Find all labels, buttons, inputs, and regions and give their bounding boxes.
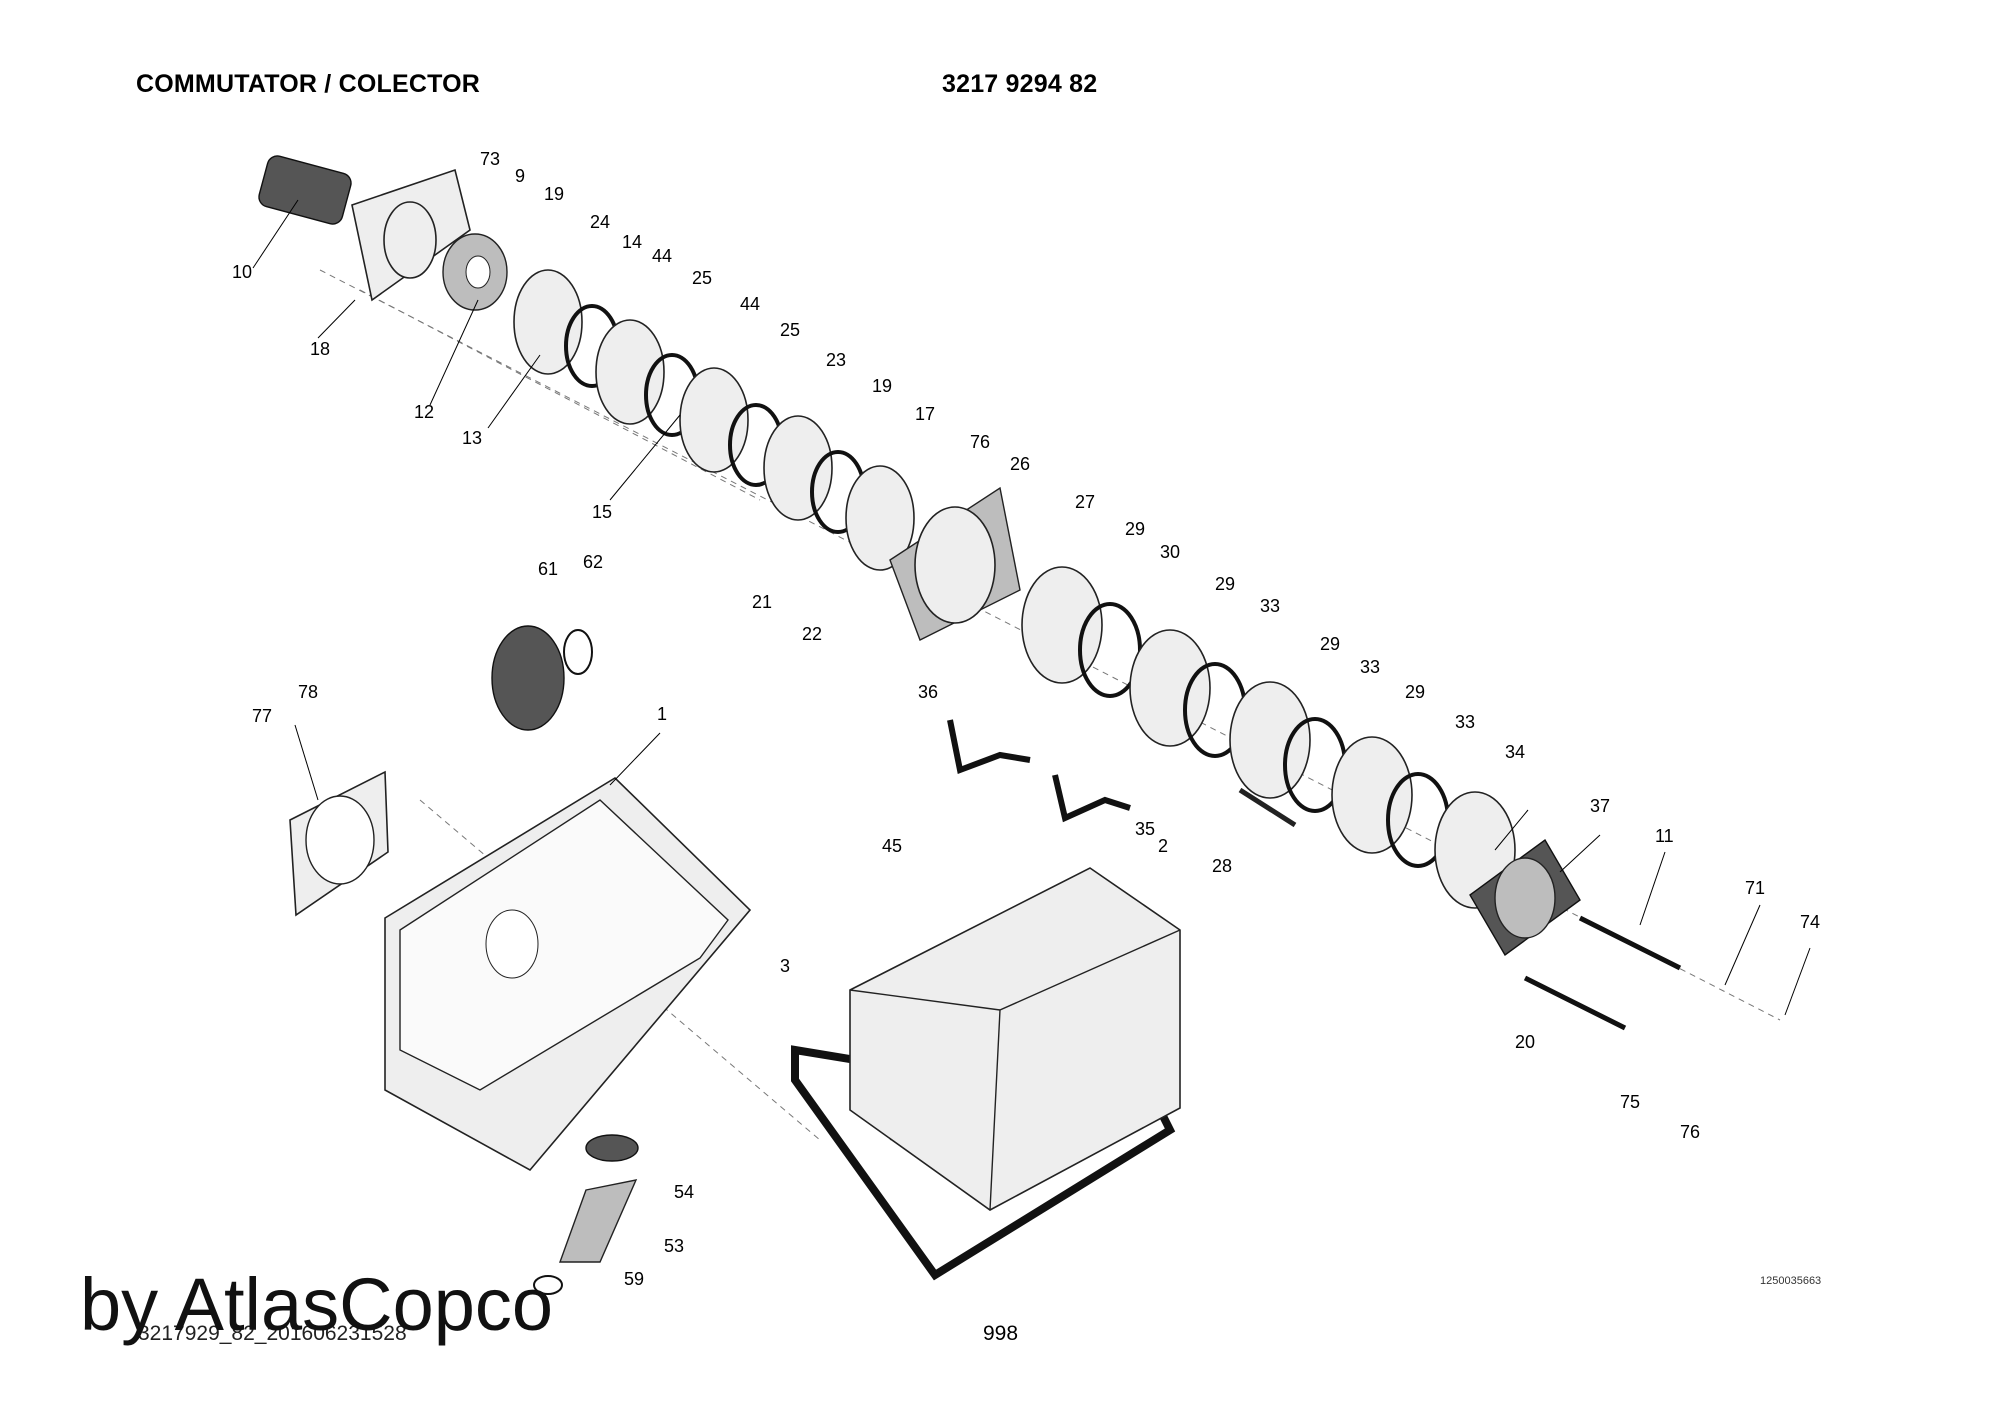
brush-holders-45 bbox=[947, 719, 1131, 823]
callout-label: 33 bbox=[1455, 712, 1475, 732]
callout-label: 54 bbox=[674, 1182, 694, 1202]
cable-gland-53 bbox=[559, 1179, 638, 1263]
callout-label: 34 bbox=[1505, 742, 1525, 762]
callout-label: 22 bbox=[802, 624, 822, 644]
callout-label: 61 bbox=[538, 559, 558, 579]
part-number: 3217 9294 82 bbox=[942, 70, 1098, 98]
callout-label: 2 bbox=[1158, 836, 1168, 856]
callout-label: 25 bbox=[692, 268, 712, 288]
callout-labels: 73 9 19 24 14 44 25 44 25 23 19 17 76 26… bbox=[232, 149, 1820, 1289]
callout-label: 12 bbox=[414, 402, 434, 422]
callout-label: 1 bbox=[657, 704, 667, 724]
callout-label: 23 bbox=[826, 350, 846, 370]
callout-label: 15 bbox=[592, 502, 612, 522]
page-number: 998 bbox=[983, 1322, 1019, 1345]
callout-label: 19 bbox=[544, 184, 564, 204]
callout-label: 14 bbox=[622, 232, 642, 252]
callout-label: 17 bbox=[915, 404, 935, 424]
callout-label: 78 bbox=[298, 682, 318, 702]
callout-label: 33 bbox=[1260, 596, 1280, 616]
callout-label: 37 bbox=[1590, 796, 1610, 816]
callout-label: 25 bbox=[780, 320, 800, 340]
file-reference: 3217929_82_201606231528 bbox=[138, 1322, 407, 1345]
callout-label: 53 bbox=[664, 1236, 684, 1256]
leader-lines bbox=[252, 199, 1811, 1016]
callout-label: 20 bbox=[1515, 1032, 1535, 1052]
callout-label: 3 bbox=[780, 956, 790, 976]
callout-label: 24 bbox=[590, 212, 610, 232]
callout-label: 76 bbox=[1680, 1122, 1700, 1142]
callout-label: 73 bbox=[480, 149, 500, 169]
callout-label: 30 bbox=[1160, 542, 1180, 562]
ring-discs-group bbox=[513, 269, 915, 571]
callout-label: 11 bbox=[1655, 826, 1674, 846]
cover-2-frame-3 bbox=[791, 867, 1181, 1281]
stud-11 bbox=[1578, 915, 1682, 971]
stud-20 bbox=[1523, 975, 1627, 1031]
callout-label: 9 bbox=[515, 166, 525, 186]
callout-label: 18 bbox=[310, 339, 330, 359]
callout-label: 28 bbox=[1212, 856, 1232, 876]
callout-label: 59 bbox=[624, 1269, 644, 1289]
watermark-text: by AtlasCopco bbox=[80, 1263, 554, 1346]
callout-label: 45 bbox=[882, 836, 902, 856]
callout-label: 36 bbox=[918, 682, 938, 702]
callout-label: 71 bbox=[1745, 878, 1765, 898]
callout-label: 29 bbox=[1125, 519, 1145, 539]
callout-label: 27 bbox=[1075, 492, 1095, 512]
callout-label: 77 bbox=[252, 706, 272, 726]
housing-box-1 bbox=[384, 776, 752, 1172]
page-title: COMMUTATOR / COLECTOR bbox=[136, 70, 480, 98]
slip-ring-stack bbox=[1021, 566, 1516, 909]
callout-label: 29 bbox=[1320, 634, 1340, 654]
seal-54 bbox=[585, 1134, 639, 1162]
callout-label: 29 bbox=[1215, 574, 1235, 594]
cover-61 bbox=[491, 625, 565, 731]
o-ring-62 bbox=[563, 629, 593, 675]
callout-label: 29 bbox=[1405, 682, 1425, 702]
callout-label: 44 bbox=[740, 294, 760, 314]
callout-label: 44 bbox=[652, 246, 672, 266]
ring-59 bbox=[533, 1275, 563, 1295]
callout-label: 21 bbox=[752, 592, 772, 612]
drawing-id: 1250035663 bbox=[1760, 1275, 1822, 1287]
callout-label: 75 bbox=[1620, 1092, 1640, 1112]
rod-28 bbox=[1238, 787, 1297, 828]
callout-label: 19 bbox=[872, 376, 892, 396]
callout-label: 10 bbox=[232, 262, 252, 282]
callout-label: 62 bbox=[583, 552, 603, 572]
callout-label: 74 bbox=[1800, 912, 1820, 932]
callout-label: 35 bbox=[1135, 819, 1155, 839]
callout-label: 26 bbox=[1010, 454, 1030, 474]
callout-label: 76 bbox=[970, 432, 990, 452]
cylinder-part-10 bbox=[258, 155, 352, 225]
plate-hole bbox=[383, 201, 437, 279]
callout-label: 13 bbox=[462, 428, 482, 448]
callout-label: 33 bbox=[1360, 657, 1380, 677]
